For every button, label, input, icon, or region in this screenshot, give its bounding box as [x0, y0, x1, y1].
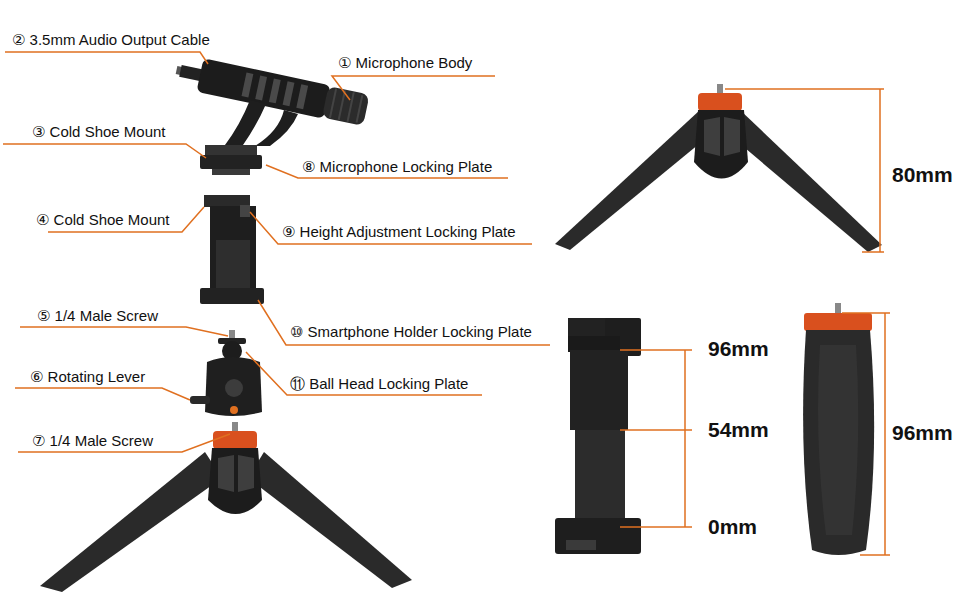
leader-lines: [3, 52, 890, 555]
callout-label: ⑤ 1/4 Male Screw: [37, 307, 158, 325]
callout-label: ⑨ Height Adjustment Locking Plate: [282, 223, 516, 241]
callout-label: ⑧ Microphone Locking Plate: [302, 158, 492, 176]
callout-label: ⑥ Rotating Lever: [30, 368, 145, 386]
callout-label: ⑪ Ball Head Locking Plate: [290, 375, 468, 393]
dimension-label: 54mm: [708, 418, 769, 442]
callout-label: ③ Cold Shoe Mount: [32, 123, 166, 141]
dimension-label: 96mm: [892, 421, 953, 445]
callout-label: ② 3.5mm Audio Output Cable: [12, 31, 210, 49]
dimension-label: 80mm: [892, 163, 953, 187]
callout-label: ④ Cold Shoe Mount: [36, 211, 170, 229]
callout-label: ① Microphone Body: [338, 54, 472, 72]
dimension-label: 0mm: [708, 515, 757, 539]
callout-label: ⑦ 1/4 Male Screw: [32, 432, 153, 450]
dimension-label: 96mm: [708, 337, 769, 361]
callout-label: ⑩ Smartphone Holder Locking Plate: [290, 323, 532, 341]
